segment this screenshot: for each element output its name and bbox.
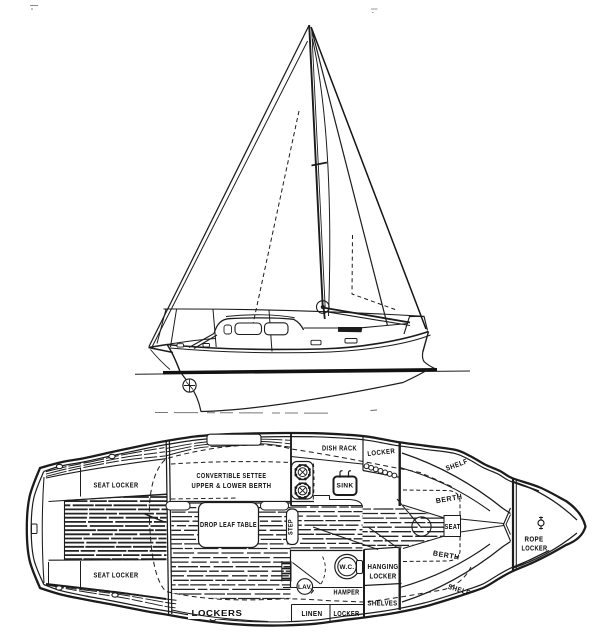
svg-text:LINEN: LINEN <box>302 611 323 618</box>
svg-text:SINK: SINK <box>337 483 354 490</box>
svg-text:LOCKERS: LOCKERS <box>192 609 243 618</box>
svg-text:UPPER & LOWER BERTH: UPPER & LOWER BERTH <box>192 483 272 490</box>
svg-text:SEAT LOCKER: SEAT LOCKER <box>94 483 139 490</box>
svg-text:SEAT LOCKER: SEAT LOCKER <box>94 573 139 580</box>
svg-text:LOCKER: LOCKER <box>370 574 397 581</box>
svg-text:DROP LEAF TABLE: DROP LEAF TABLE <box>200 522 257 529</box>
svg-text:CONVERTIBLE SETTEE: CONVERTIBLE SETTEE <box>197 473 267 480</box>
svg-text:LOCKER: LOCKER <box>367 448 396 458</box>
svg-text:LOCKER: LOCKER <box>334 611 360 618</box>
svg-text:BERTH: BERTH <box>432 548 460 561</box>
svg-text:ROPE: ROPE <box>525 537 544 544</box>
svg-text:SEAT: SEAT <box>445 524 461 531</box>
svg-text:DISH RACK: DISH RACK <box>322 446 357 453</box>
svg-text:HAMPER: HAMPER <box>334 590 360 597</box>
svg-text:HANGING: HANGING <box>368 564 399 571</box>
svg-text:STEP: STEP <box>287 519 294 535</box>
svg-text:LAV: LAV <box>298 584 312 591</box>
svg-text:LOCKER: LOCKER <box>522 546 548 553</box>
svg-text:SHELVES: SHELVES <box>368 601 398 608</box>
svg-text:W.C.: W.C. <box>340 564 355 571</box>
